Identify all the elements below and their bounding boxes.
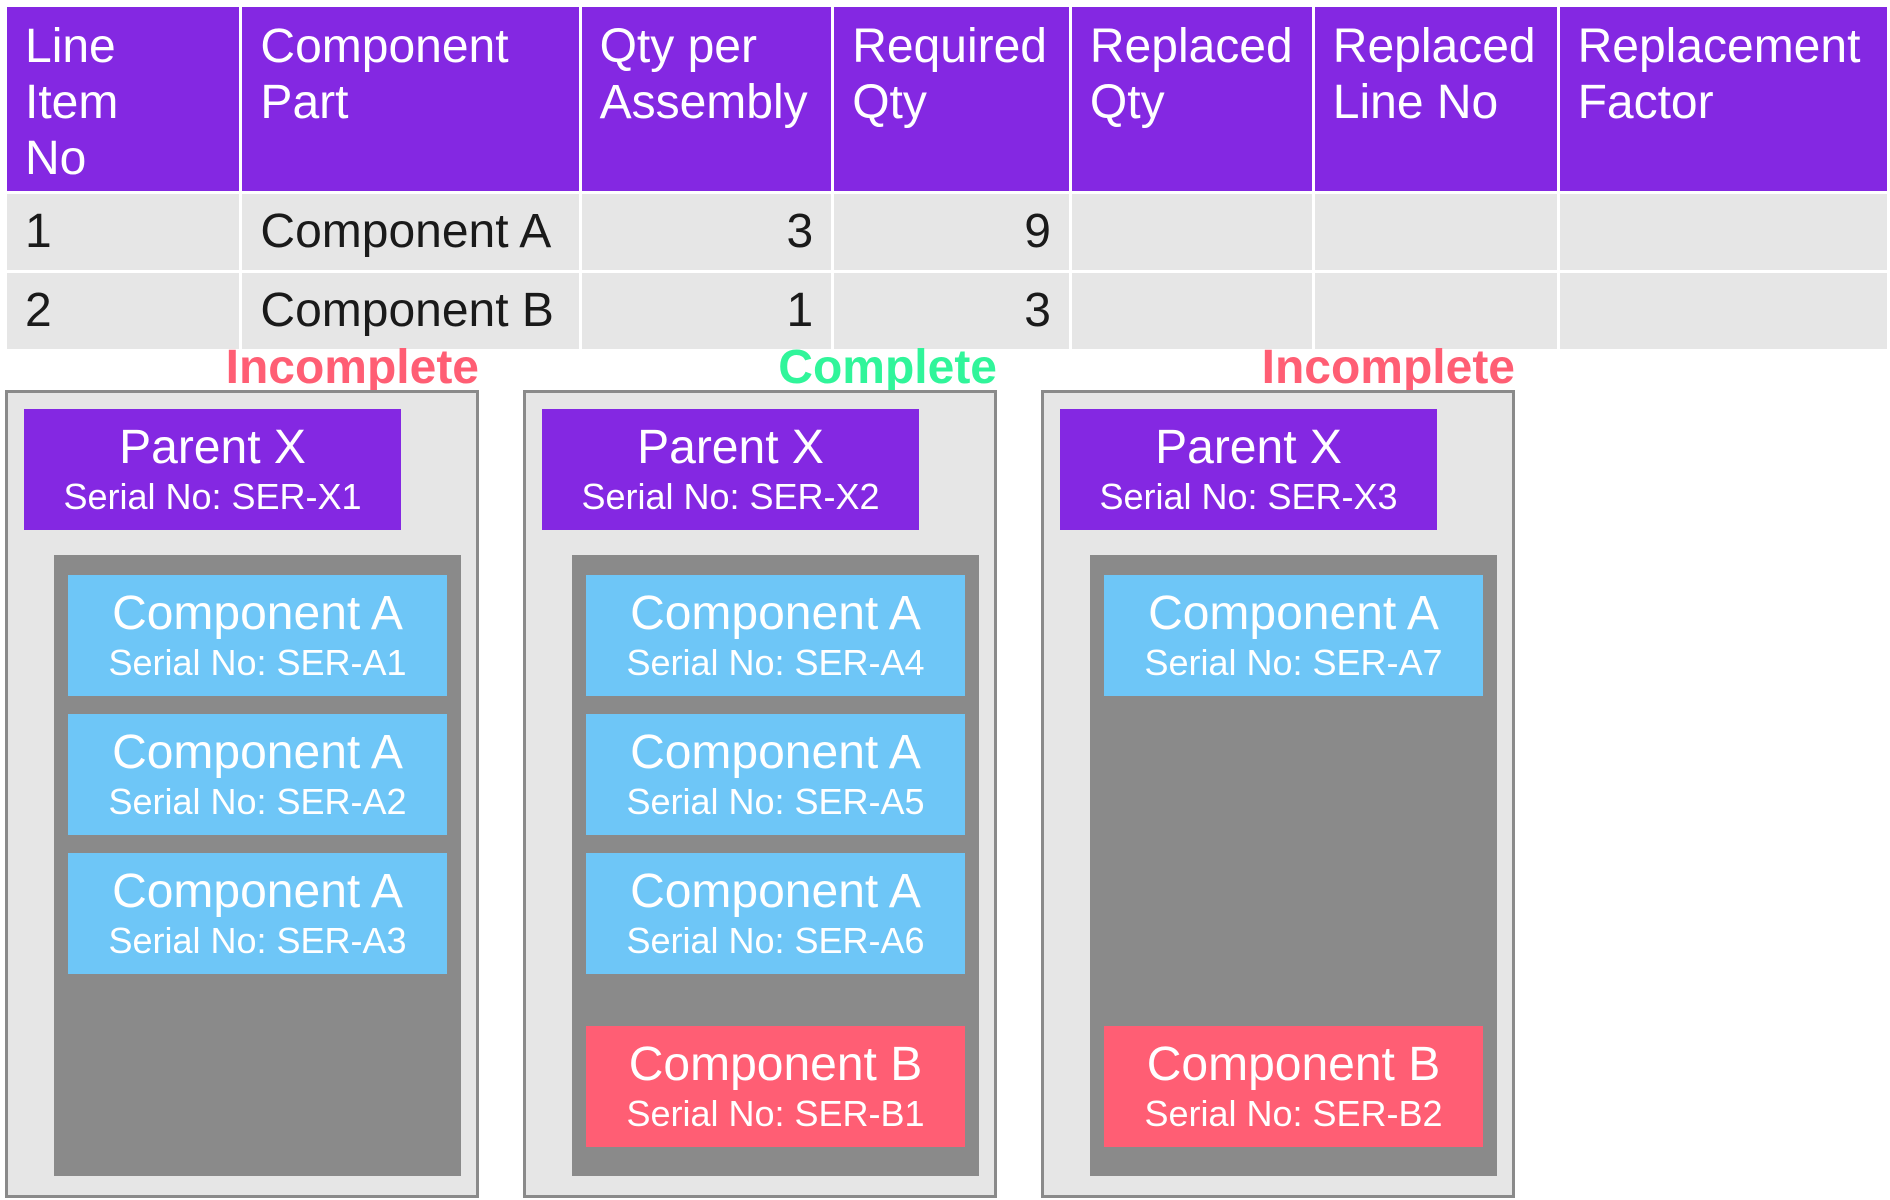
assembly-status-label: Incomplete: [225, 341, 479, 394]
column-header-text: Assembly: [599, 76, 808, 129]
component-a-slot-group: Component A Serial No: SER-A1 Component …: [54, 555, 461, 1007]
component-a-slot-group: Component A Serial No: SER-A7: [1090, 555, 1497, 1007]
component-serial: Serial No: SER-A2: [108, 781, 407, 822]
component-b-empty-slot: [54, 1006, 461, 1176]
parent-title: Parent X: [1155, 421, 1342, 474]
column-header-qty-per-assembly: Qty per Assembly: [581, 7, 832, 191]
table-row: 1 Component A 3 9: [7, 194, 1887, 270]
component-title: Component A: [1148, 587, 1439, 640]
cell-required-qty: 9: [834, 194, 1069, 270]
component-a-card: Component A Serial No: SER-A2: [68, 714, 447, 835]
cell-line-item-no: 1: [7, 194, 240, 270]
cell-replaced-line-no: [1314, 194, 1557, 270]
assembly-panel: Complete Parent X Serial No: SER-X2 Comp…: [523, 340, 997, 1200]
column-header-text: Qty: [1089, 76, 1165, 129]
assembly-box: Parent X Serial No: SER-X1 Component A S…: [5, 390, 479, 1198]
column-header-text: Factor: [1577, 76, 1714, 129]
column-header-required-qty: Required Qty: [834, 7, 1069, 191]
parent-title: Parent X: [637, 421, 824, 474]
parent-card: Parent X Serial No: SER-X1: [24, 409, 401, 530]
column-header-text: Replaced: [1332, 20, 1536, 73]
parent-title: Parent X: [119, 421, 306, 474]
column-header-text: Qty: [852, 76, 927, 129]
column-header-replaced-line-no: Replaced Line No: [1314, 7, 1557, 191]
component-title: Component B: [628, 1038, 923, 1091]
component-a-card: Component A Serial No: SER-A6: [586, 853, 965, 974]
component-title: Component A: [630, 726, 921, 779]
component-serial: Serial No: SER-A1: [108, 642, 407, 683]
component-serial: Serial No: SER-A4: [626, 642, 925, 683]
component-serial: Serial No: SER-A6: [626, 920, 925, 961]
cell-required-qty: 3: [834, 273, 1069, 349]
assembly-panel: Incomplete Parent X Serial No: SER-X3 Co…: [1041, 340, 1515, 1200]
cell-replaced-qty: [1071, 194, 1312, 270]
component-a-card: Component A Serial No: SER-A1: [68, 575, 447, 696]
component-b-card: Component B Serial No: SER-B1: [586, 1026, 965, 1147]
component-serial: Serial No: SER-A5: [626, 781, 925, 822]
cell-qty-per-assembly: 3: [581, 194, 832, 270]
parent-serial: Serial No: SER-X3: [1099, 476, 1398, 517]
parent-card: Parent X Serial No: SER-X3: [1060, 409, 1437, 530]
component-serial: Serial No: SER-A3: [108, 920, 407, 961]
column-header-text: Line No: [1332, 76, 1499, 129]
component-b-slot-group: Component B Serial No: SER-B1: [572, 1006, 979, 1176]
component-a-card: Component A Serial No: SER-A3: [68, 853, 447, 974]
component-title: Component A: [630, 865, 921, 918]
column-header-text: Qty per: [599, 20, 757, 73]
column-header-text: Line Item: [25, 20, 119, 129]
component-serial: Serial No: SER-A7: [1144, 642, 1443, 683]
column-header-text: Component: [260, 20, 509, 73]
column-header-line-item-no: Line Item No: [7, 7, 240, 191]
component-title: Component A: [112, 587, 403, 640]
component-a-card: Component A Serial No: SER-A7: [1104, 575, 1483, 696]
component-a-slot-group: Component A Serial No: SER-A4 Component …: [572, 555, 979, 1007]
component-a-card: Component A Serial No: SER-A4: [586, 575, 965, 696]
column-header-replaced-qty: Replaced Qty: [1071, 7, 1312, 191]
cell-replaced-qty: [1071, 273, 1312, 349]
component-title: Component A: [112, 865, 403, 918]
bom-table: Line Item No Component Part Qty per Asse…: [4, 4, 1890, 352]
assembly-box: Parent X Serial No: SER-X3 Component A S…: [1041, 390, 1515, 1198]
parent-card: Parent X Serial No: SER-X2: [542, 409, 919, 530]
cell-qty-per-assembly: 1: [581, 273, 832, 349]
cell-component-part: Component B: [242, 273, 579, 349]
component-title: Component A: [112, 726, 403, 779]
column-header-text: Replaced: [1089, 20, 1293, 73]
column-header-text: Part: [260, 76, 349, 129]
component-title: Component B: [1146, 1038, 1441, 1091]
assembly-status-label: Complete: [778, 341, 997, 394]
component-serial: Serial No: SER-B2: [1144, 1093, 1443, 1134]
column-header-text: Required: [852, 20, 1047, 73]
assembly-panel: Incomplete Parent X Serial No: SER-X1 Co…: [5, 340, 479, 1200]
component-a-card: Component A Serial No: SER-A5: [586, 714, 965, 835]
column-header-component-part: Component Part: [242, 7, 579, 191]
table-row: 2 Component B 1 3: [7, 273, 1887, 349]
component-title: Component A: [630, 587, 921, 640]
cell-line-item-no: 2: [7, 273, 240, 349]
assembly-status-label: Incomplete: [1261, 341, 1515, 394]
parent-serial: Serial No: SER-X2: [581, 476, 880, 517]
assembly-box: Parent X Serial No: SER-X2 Component A S…: [523, 390, 997, 1198]
component-b-slot-group: Component B Serial No: SER-B2: [1090, 1006, 1497, 1176]
component-b-card: Component B Serial No: SER-B2: [1104, 1026, 1483, 1147]
column-header-replacement-factor: Replacement Factor: [1559, 7, 1887, 191]
cell-replaced-line-no: [1314, 273, 1557, 349]
column-header-text: Replacement: [1577, 20, 1861, 73]
table-header-row: Line Item No Component Part Qty per Asse…: [7, 7, 1887, 191]
column-header-text: No: [25, 132, 87, 185]
parent-serial: Serial No: SER-X1: [63, 476, 362, 517]
cell-component-part: Component A: [242, 194, 579, 270]
cell-replacement-factor: [1559, 194, 1887, 270]
component-serial: Serial No: SER-B1: [626, 1093, 925, 1134]
cell-replacement-factor: [1559, 273, 1887, 349]
